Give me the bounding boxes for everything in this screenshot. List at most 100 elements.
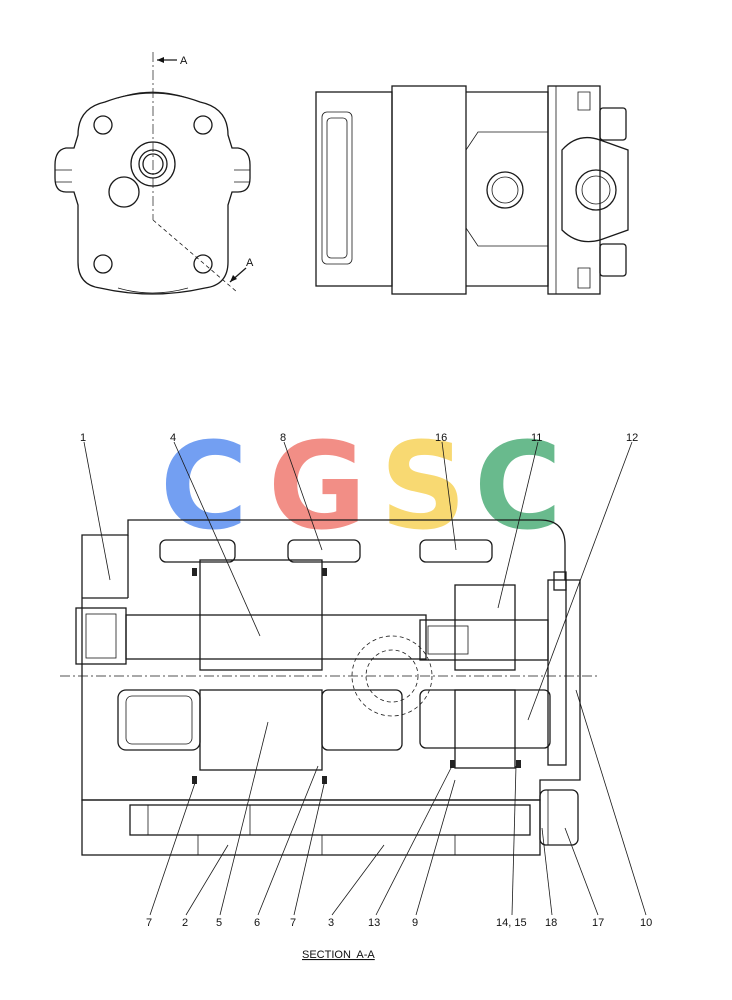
section-mark-bottom: A <box>246 257 254 269</box>
callout-7-right: 7 <box>290 917 296 929</box>
callout-1: 1 <box>80 432 86 444</box>
callout-12: 12 <box>626 432 638 444</box>
side-end-cover-recess <box>321 111 353 265</box>
side-end-cover-recess-inner <box>326 117 348 259</box>
callout-11: 11 <box>531 432 542 444</box>
leader-10 <box>575 689 647 916</box>
leader-8 <box>283 441 323 551</box>
seal-2 <box>322 568 327 576</box>
rear-driven-shaft <box>419 689 551 749</box>
bushing-rear <box>419 539 493 563</box>
leader-11 <box>497 441 539 609</box>
leader-9 <box>415 779 456 916</box>
relief-plug <box>539 789 579 846</box>
leader-1 <box>83 441 111 581</box>
side-stud-bottom <box>599 243 627 277</box>
leader-18 <box>541 827 553 916</box>
section-front-flange <box>81 519 581 801</box>
callout-13: 13 <box>368 917 380 929</box>
bolt-hole-bottom-left <box>93 254 113 274</box>
leader-14-15 <box>511 765 517 916</box>
section-arrow-head-bottom <box>230 275 237 282</box>
callout-5: 5 <box>216 917 222 929</box>
drive-shaft <box>125 614 427 660</box>
leader-13 <box>375 765 453 916</box>
side-housing-boss <box>465 131 548 247</box>
side-port-inner <box>491 176 519 204</box>
leader-16 <box>441 441 457 551</box>
callout-18: 18 <box>545 917 557 929</box>
side-stud-top <box>599 107 627 141</box>
front-flange-outline <box>54 92 251 295</box>
leader-7b <box>293 779 326 916</box>
leader-12 <box>527 441 633 721</box>
leader-4 <box>173 441 261 637</box>
bolt-hole-bottom-right <box>193 254 213 274</box>
section-mark-top: A <box>180 55 188 67</box>
rear-coupling <box>427 625 469 655</box>
watermark-letter-s: S <box>380 418 466 557</box>
bushing-mid <box>287 539 361 563</box>
callout-3: 3 <box>328 917 334 929</box>
leader-3 <box>331 844 385 916</box>
driven-shaft-mid <box>321 689 403 751</box>
leader-lines <box>83 441 647 916</box>
detail-circle-inner <box>365 649 419 703</box>
callout-10: 10 <box>640 917 652 929</box>
input-shaft-spline-inner <box>85 613 117 659</box>
side-flange-detail <box>555 86 591 294</box>
bolt-hole-top-left <box>93 115 113 135</box>
leader-2 <box>185 844 229 916</box>
seal-3 <box>192 776 197 784</box>
callout-4: 4 <box>170 432 176 444</box>
side-port-outer <box>486 171 524 209</box>
section-view: 1 4 8 16 11 12 7 2 5 6 7 3 13 9 14, 15 1… <box>60 432 652 961</box>
callout-2: 2 <box>182 917 188 929</box>
side-flange-port-outer <box>575 169 617 211</box>
slot-left <box>55 169 72 183</box>
front-top-boss <box>117 91 189 99</box>
section-arrow-head-top <box>157 57 164 63</box>
driven-shaft-left-inner <box>125 695 193 745</box>
rear-end-cover <box>547 579 567 766</box>
callout-14-15: 14, 15 <box>496 917 527 929</box>
side-flange-round <box>561 136 629 243</box>
side-flange <box>547 85 601 295</box>
input-shaft-spline <box>75 607 127 665</box>
rear-gear-lower <box>454 689 516 769</box>
callout-labels: 1 4 8 16 11 12 7 2 5 6 7 3 13 9 14, 15 1… <box>80 432 652 929</box>
port-hole <box>108 176 140 208</box>
side-flange-port-inner <box>581 175 611 205</box>
watermark-letter-c2: C <box>474 418 562 557</box>
pressure-fitting <box>553 571 567 591</box>
rear-gear-upper <box>454 584 516 671</box>
watermark: C G S C <box>160 418 562 557</box>
seal-4 <box>322 776 327 784</box>
callout-17: 17 <box>592 917 604 929</box>
seal-6 <box>516 760 521 768</box>
detail-circle-outer <box>351 635 433 717</box>
callout-8: 8 <box>280 432 286 444</box>
driven-shaft-left <box>117 689 201 751</box>
side-view <box>315 85 629 295</box>
driven-gear-front <box>199 689 323 771</box>
section-base-plate <box>81 799 541 856</box>
leader-6 <box>257 765 319 916</box>
callout-9: 9 <box>412 917 418 929</box>
watermark-letter-g: G <box>268 418 367 557</box>
leader-17 <box>564 827 599 916</box>
seal-5 <box>450 760 455 768</box>
watermark-letter-c1: C <box>160 418 248 557</box>
side-gear-body <box>391 85 467 295</box>
tie-bolt <box>129 804 531 836</box>
section-front-cover-step <box>82 535 129 599</box>
side-housing <box>466 91 549 287</box>
callout-7-left: 7 <box>146 917 152 929</box>
front-view: A A <box>54 52 254 295</box>
section-line-diagonal <box>152 219 238 293</box>
leader-7a <box>149 779 197 916</box>
seal-1 <box>192 568 197 576</box>
leader-5 <box>219 721 269 916</box>
bolt-hole-top-right <box>193 115 213 135</box>
